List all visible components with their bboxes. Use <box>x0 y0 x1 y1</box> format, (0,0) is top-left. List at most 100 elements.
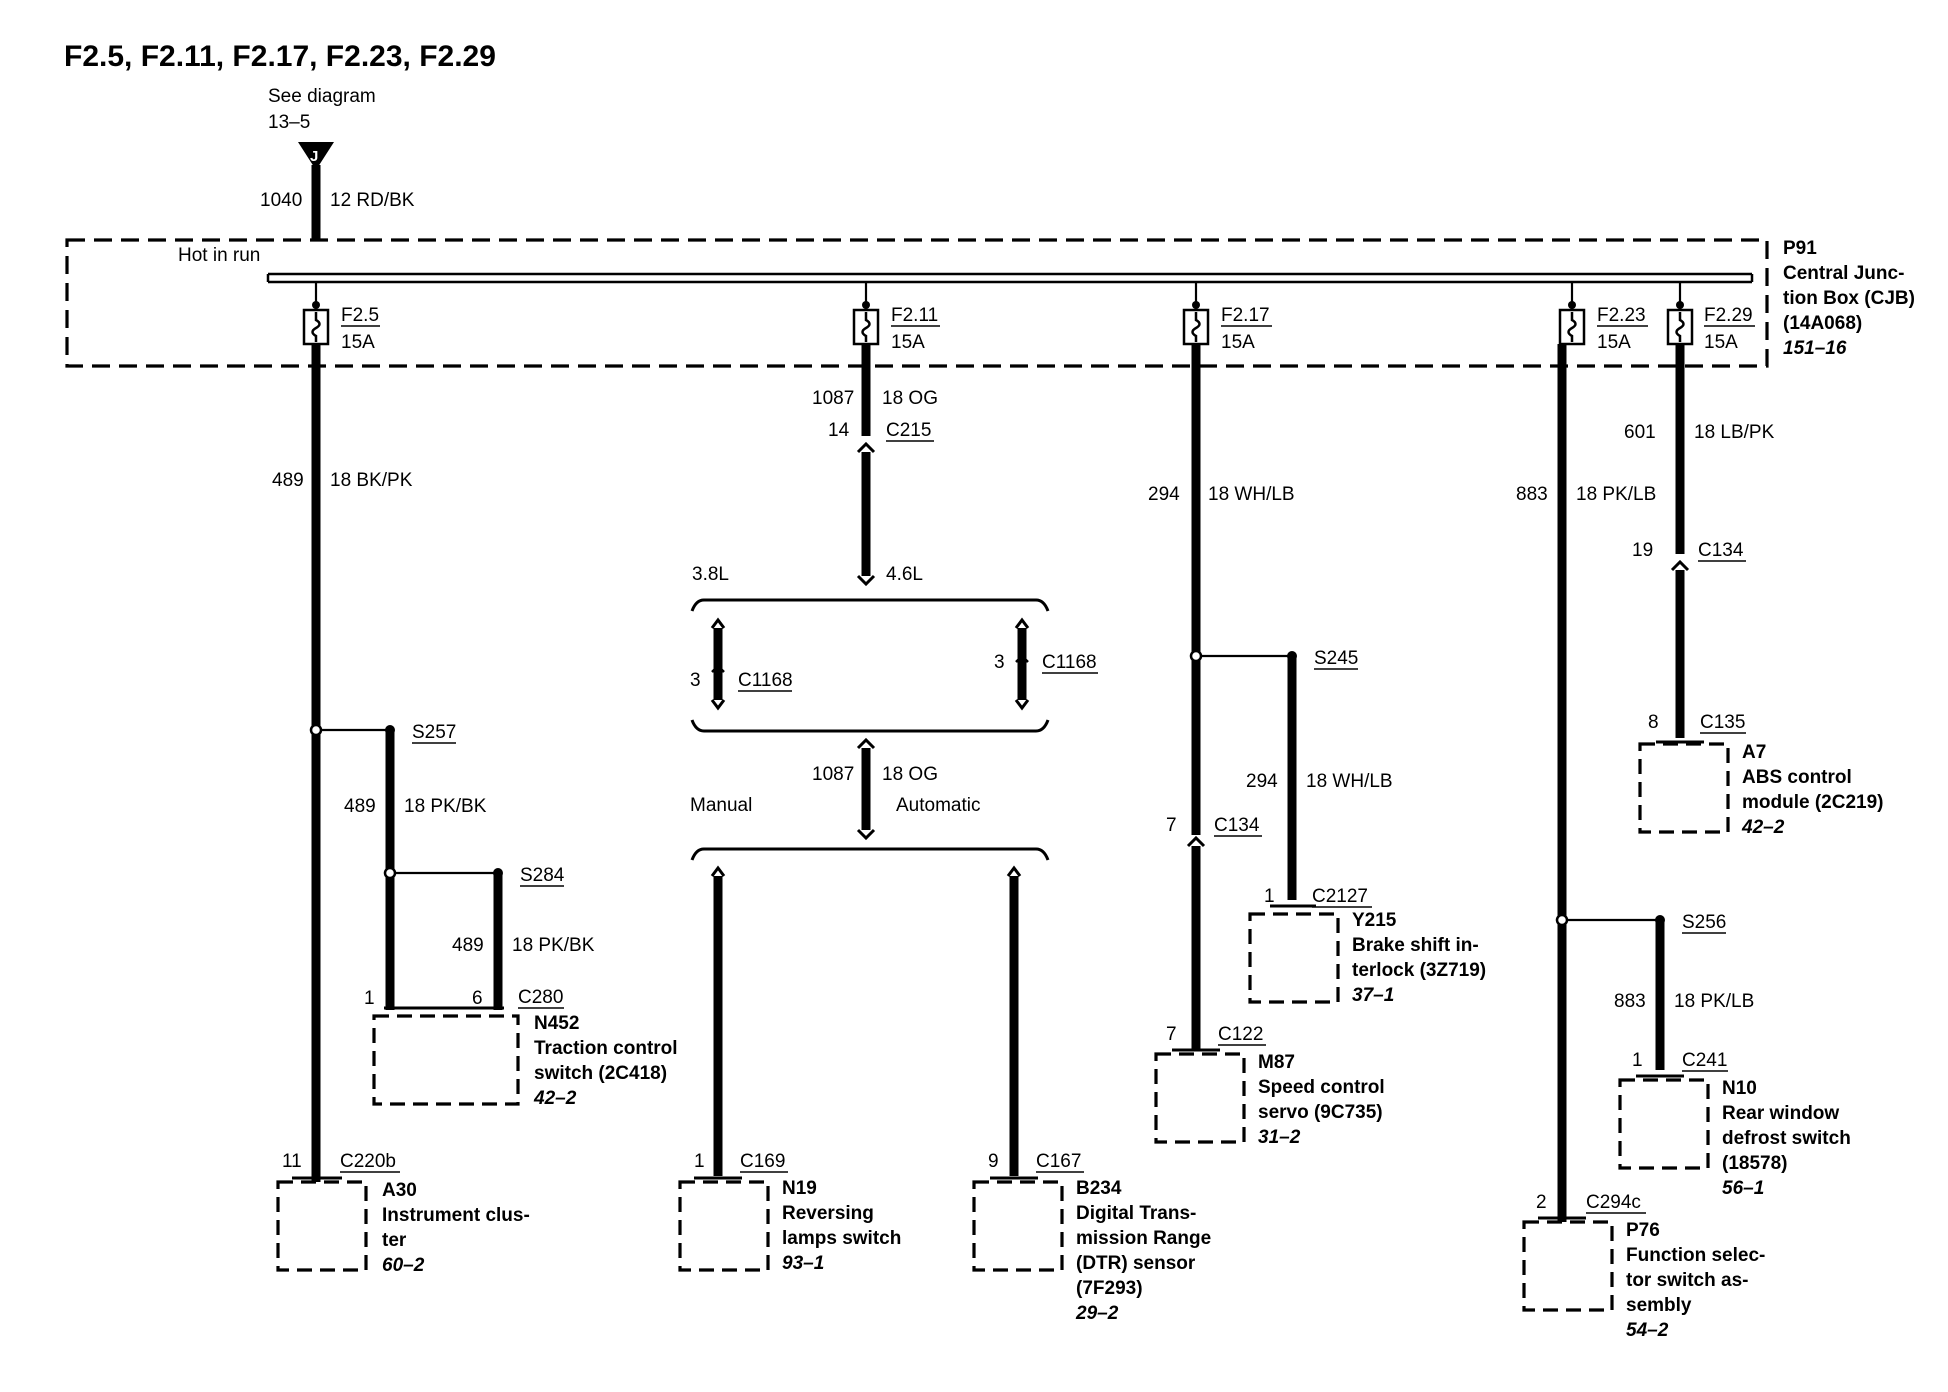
junction-box-id: P91 <box>1783 238 1817 259</box>
fuse-f2-11-rating: 15A <box>891 332 925 353</box>
wire-601-circuit: 601 <box>1624 422 1656 443</box>
connector-c215: C215 <box>886 420 931 441</box>
connector-c241: C241 <box>1682 1050 1727 1071</box>
component-n452-line2: switch (2C418) <box>534 1063 667 1084</box>
component-y215-box <box>1248 912 1340 1004</box>
wire-883-b-spec: 18 PK/LB <box>1674 991 1754 1012</box>
component-n452-line1: Traction control <box>534 1038 678 1059</box>
wire-294-b-circuit: 294 <box>1246 771 1278 792</box>
component-n10-line3: (18578) <box>1722 1153 1788 1174</box>
connector-c134-a: C134 <box>1214 815 1260 836</box>
see-diagram-number: 13–5 <box>268 112 310 133</box>
connector-c220b-pin: 11 <box>282 1151 302 1172</box>
component-b234-box <box>972 1180 1064 1272</box>
splice-s257: S257 <box>412 722 456 743</box>
connector-c167-pin: 9 <box>988 1151 999 1172</box>
see-diagram-label: See diagram <box>268 86 376 107</box>
splice-s257-dot <box>309 723 323 737</box>
component-b234-line3: (DTR) sensor <box>1076 1253 1196 1274</box>
fuse-f2-11-id: F2.11 <box>891 305 938 326</box>
wire-489-circuit: 489 <box>272 470 304 491</box>
engine-option-bracket-bottom <box>690 719 1050 733</box>
fuse-f2-17-rating: 15A <box>1221 332 1255 353</box>
component-m87-line2: servo (9C735) <box>1258 1102 1383 1123</box>
component-b234-line4: (7F293) <box>1076 1278 1143 1299</box>
fuse-f2-23: F2.23 15A <box>1558 282 1648 353</box>
option-engine-b: 4.6L <box>886 564 923 585</box>
fuse-f2-17: F2.17 15A <box>1182 282 1272 353</box>
fuse-f2-17-id: F2.17 <box>1221 305 1270 326</box>
component-n10-box <box>1618 1078 1710 1170</box>
wire-1040-circuit: 1040 <box>260 190 302 211</box>
connector-c2127: C2127 <box>1312 886 1368 907</box>
splice-s256-dot <box>1555 913 1569 927</box>
wire-1040-spec: 12 RD/BK <box>330 190 415 211</box>
wire-489-spec: 18 BK/PK <box>330 470 413 491</box>
component-p76-line1: Function selec- <box>1626 1245 1765 1266</box>
component-n19-line2: lamps switch <box>782 1228 901 1249</box>
component-y215-line2: terlock (3Z719) <box>1352 960 1486 981</box>
trans-option-bracket <box>690 847 1050 861</box>
connector-c294c: C294c <box>1586 1192 1641 1213</box>
component-p76-page: 54–2 <box>1626 1320 1669 1341</box>
connector-c1168-right: C1168 <box>1042 652 1097 673</box>
junction-box-outline <box>65 238 1769 368</box>
fuse-f2-5-id: F2.5 <box>341 305 379 326</box>
connector-c241-pin: 1 <box>1632 1050 1643 1071</box>
wire-294-b-spec: 18 WH/LB <box>1306 771 1393 792</box>
wire-883-circuit: 883 <box>1516 484 1548 505</box>
wire-489-b-spec: 18 PK/BK <box>512 935 595 956</box>
wire-489-a-spec: 18 PK/BK <box>404 796 487 817</box>
connector-c215-pin: 14 <box>828 420 850 441</box>
wire-1087-spec: 18 OG <box>882 388 938 409</box>
option-trans-b: Automatic <box>896 795 980 816</box>
component-y215-id: Y215 <box>1352 910 1397 931</box>
component-n452-id: N452 <box>534 1013 579 1034</box>
fuse-f2-29: F2.29 15A <box>1666 282 1755 353</box>
connector-c134-a-pin: 7 <box>1166 815 1177 836</box>
component-a7-line1: ABS control <box>1742 767 1852 788</box>
junction-box-name-2: tion Box (CJB) <box>1783 288 1915 309</box>
component-p76-id: P76 <box>1626 1220 1660 1241</box>
wire-601-spec: 18 LB/PK <box>1694 422 1775 443</box>
fuse-f2-29-rating: 15A <box>1704 332 1738 353</box>
component-n10-line1: Rear window <box>1722 1103 1839 1124</box>
component-b234-line2: mission Range <box>1076 1228 1211 1249</box>
splice-s245: S245 <box>1314 648 1358 669</box>
component-m87-id: M87 <box>1258 1052 1295 1073</box>
connector-c135-pin: 8 <box>1648 712 1659 733</box>
component-n10-id: N10 <box>1722 1078 1757 1099</box>
connector-c1168-left: C1168 <box>738 670 793 691</box>
junction-box-part: (14A068) <box>1783 313 1862 334</box>
connector-c122: C122 <box>1218 1024 1263 1045</box>
hot-in-run-label: Hot in run <box>178 245 260 266</box>
component-b234-id: B234 <box>1076 1178 1122 1199</box>
wire-883-b-circuit: 883 <box>1614 991 1646 1012</box>
component-n452-box <box>372 1014 520 1106</box>
fuse-f2-29-id: F2.29 <box>1704 305 1753 326</box>
component-a7-line2: module (2C219) <box>1742 792 1883 813</box>
fuse-f2-23-id: F2.23 <box>1597 305 1646 326</box>
component-n19-line1: Reversing <box>782 1203 874 1224</box>
wire-294-circuit: 294 <box>1148 484 1180 505</box>
connector-c134-b: C134 <box>1698 540 1744 561</box>
component-a7-box <box>1638 742 1730 834</box>
component-y215-page: 37–1 <box>1352 985 1394 1006</box>
component-a30-page: 60–2 <box>382 1255 425 1276</box>
component-p76-box <box>1522 1220 1614 1312</box>
diagram-title: F2.5, F2.11, F2.17, F2.23, F2.29 <box>64 40 496 73</box>
fuse-f2-5: F2.5 15A <box>302 282 380 353</box>
connector-c280-pin-a: 1 <box>364 988 375 1009</box>
connector-j-label: J <box>310 148 318 165</box>
connector-c134-b-pin: 19 <box>1632 540 1653 561</box>
connector-c169: C169 <box>740 1151 785 1172</box>
component-y215-line1: Brake shift in- <box>1352 935 1479 956</box>
component-m87-box <box>1154 1052 1246 1144</box>
junction-box-page: 151–16 <box>1783 338 1847 359</box>
wire-294-spec: 18 WH/LB <box>1208 484 1295 505</box>
component-a30-line2: ter <box>382 1230 407 1251</box>
option-engine-a: 3.8L <box>692 564 729 585</box>
connector-c122-pin: 7 <box>1166 1024 1177 1045</box>
component-n19-id: N19 <box>782 1178 817 1199</box>
